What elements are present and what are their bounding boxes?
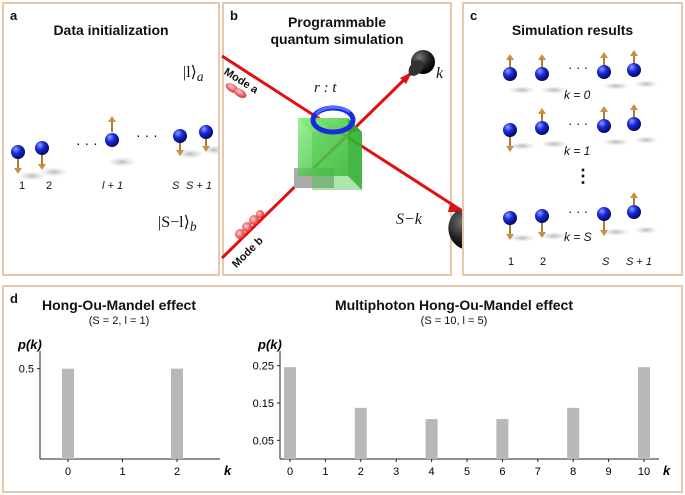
chart1-bar bbox=[62, 368, 74, 459]
atom-label-s: S bbox=[172, 180, 180, 192]
chart1-y-label: p(k) bbox=[17, 337, 42, 352]
atom-icon bbox=[105, 116, 136, 167]
ket-b-sub: b bbox=[189, 219, 197, 235]
chart2-bar bbox=[425, 419, 438, 459]
ket-b: |S−l⟩b bbox=[158, 212, 196, 235]
row-label-k1: k = 1 bbox=[564, 144, 591, 158]
chart2-x-tick-label: 9 bbox=[606, 466, 612, 478]
chart1-y-tick-label: 0.5 bbox=[19, 364, 34, 376]
atom-row-k1: · · · bbox=[503, 104, 658, 152]
atom-icon bbox=[173, 129, 204, 159]
atom-label-1: 1 bbox=[19, 180, 26, 192]
atom-row-ks: · · · bbox=[503, 192, 658, 242]
chart1-title: Hong-Ou-Mandel effect bbox=[42, 297, 196, 313]
ket-a-text: |l⟩ bbox=[183, 64, 197, 81]
chart2-x-tick-label: 1 bbox=[322, 466, 328, 478]
chart1-bar bbox=[171, 368, 183, 459]
chart2-bar bbox=[496, 419, 509, 459]
chart1-x-tick-label: 1 bbox=[119, 466, 125, 478]
atom-label-2: 2 bbox=[46, 180, 53, 192]
chart2-y-tick-label: 0.05 bbox=[253, 435, 274, 447]
c-atom-label-s1: S + 1 bbox=[626, 256, 652, 268]
panel-a-title: Data initialization bbox=[53, 22, 169, 38]
c-atom-label-1: 1 bbox=[508, 256, 515, 268]
panel-b-title-2: quantum simulation bbox=[270, 31, 404, 47]
panel-c-title: Simulation results bbox=[511, 22, 634, 38]
panel-a-label: a bbox=[10, 8, 18, 23]
chart2-x-tick-label: 3 bbox=[393, 466, 399, 478]
atom-icon bbox=[199, 125, 218, 155]
chart2-x-tick-label: 7 bbox=[535, 466, 541, 478]
chart2-bar bbox=[638, 367, 650, 459]
ket-a: |l⟩a bbox=[183, 62, 204, 85]
chart2-x-tick-label: 10 bbox=[638, 466, 650, 478]
svg-text:· · ·: · · · bbox=[568, 60, 588, 75]
atom-row-k0: · · · bbox=[503, 50, 658, 94]
atom-chain-a: · · · · · · bbox=[11, 116, 218, 181]
row-label-k0: k = 0 bbox=[564, 88, 591, 102]
chart2-x-label: k bbox=[663, 463, 671, 478]
panel-c-label: c bbox=[470, 8, 478, 23]
detector-k-label: k bbox=[436, 65, 444, 82]
chart2-y-tick-label: 0.15 bbox=[253, 398, 274, 410]
svg-text:· · ·: · · · bbox=[568, 116, 588, 131]
chart2-subtitle: (S = 10, l = 5) bbox=[420, 315, 488, 327]
svg-text:· · ·: · · · bbox=[568, 204, 588, 219]
chart2-x-tick-label: 0 bbox=[287, 466, 293, 478]
ket-a-sub: a bbox=[196, 69, 204, 85]
panel-a: a Data initialization · · · bbox=[2, 2, 220, 276]
c-atom-label-s: S bbox=[602, 256, 610, 268]
chart1-x-tick-label: 0 bbox=[65, 466, 71, 478]
panel-d: d Hong-Ou-Mandel effect (S = 2, l = 1) M… bbox=[2, 285, 683, 493]
chart2-x-tick-label: 4 bbox=[429, 466, 435, 478]
atom-icon bbox=[11, 145, 46, 181]
chart2-bar bbox=[567, 407, 580, 459]
panel-d-label: d bbox=[10, 291, 18, 306]
bar-charts: p(k) k 0.5 0 1 2 p(k) k 0.25 0.15 0.05 0 1 2 3 4 5 6 7 8 9 10 bbox=[17, 337, 671, 478]
c-atom-label-2: 2 bbox=[540, 256, 547, 268]
panel-b-title-1: Programmable bbox=[287, 14, 387, 30]
atom-icon bbox=[35, 141, 68, 177]
row-label-ks: k = S bbox=[564, 230, 592, 244]
vdots: ⋮ bbox=[574, 166, 592, 186]
chart2-bar bbox=[284, 367, 296, 459]
atom-chains-c: · · · · · · · · · bbox=[503, 50, 658, 242]
atom-label-l1: l + 1 bbox=[102, 180, 124, 192]
chart1-x-label: k bbox=[224, 463, 232, 478]
dots-right: · · · bbox=[136, 127, 158, 143]
ratio-label: r : t bbox=[314, 80, 337, 96]
panel-c: c Simulation results · · · bbox=[462, 2, 683, 276]
chart2-x-tick-label: 5 bbox=[464, 466, 470, 478]
chart2-y-label: p(k) bbox=[257, 337, 282, 352]
chart2-y-tick-label: 0.25 bbox=[253, 361, 274, 373]
detector-sk-label: S−k bbox=[396, 211, 422, 228]
chart2-x-tick-label: 2 bbox=[358, 466, 364, 478]
ket-b-text: |S−l⟩ bbox=[158, 214, 190, 231]
chart1-subtitle: (S = 2, l = 1) bbox=[88, 315, 150, 327]
panel-b-label: b bbox=[230, 8, 238, 23]
chart1-x-tick-label: 2 bbox=[174, 466, 180, 478]
chart2-title: Multiphoton Hong-Ou-Mandel effect bbox=[335, 297, 573, 313]
chart2-x-tick-label: 8 bbox=[570, 466, 576, 478]
dots-left: · · · bbox=[76, 135, 98, 151]
atom-label-s1: S + 1 bbox=[186, 180, 212, 192]
chart2-x-tick-label: 6 bbox=[499, 466, 505, 478]
chart2-bar bbox=[354, 407, 367, 459]
